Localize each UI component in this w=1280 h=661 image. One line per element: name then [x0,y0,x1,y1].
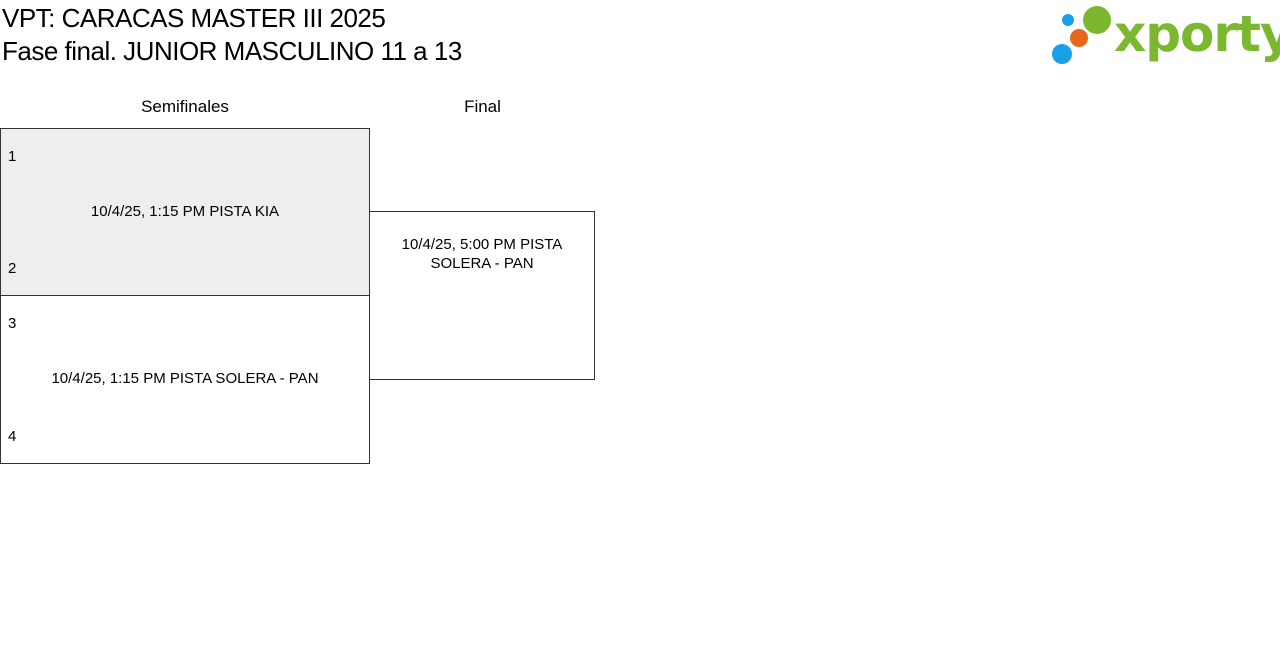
seed-bottom: 2 [8,260,17,277]
logo-dot-green [1083,6,1111,34]
xporty-logo[interactable]: xporty [1050,4,1280,68]
match-info: 10/4/25, 5:00 PM PISTA SOLERA - PAN [401,236,563,272]
page-subtitle: Fase final. JUNIOR MASCULINO 11 a 13 [2,36,462,66]
logo-dot-orange [1070,29,1088,47]
seed-bottom: 4 [8,428,17,445]
match-semifinal-2[interactable]: 3 10/4/25, 1:15 PM PISTA SOLERA - PAN 4 [0,295,370,464]
round-header-final: Final [464,97,501,116]
logo-wordmark: xporty [1114,5,1280,63]
match-semifinal-1[interactable]: 1 10/4/25, 1:15 PM PISTA KIA 2 [0,128,370,296]
round-header-semifinales: Semifinales [141,97,229,116]
match-final[interactable]: 10/4/25, 5:00 PM PISTA SOLERA - PAN [369,211,595,380]
seed-top: 3 [8,315,17,332]
page-title: VPT: CARACAS MASTER III 2025 [2,3,386,33]
seed-top: 1 [8,148,17,165]
logo-dot-blue-bottom [1052,44,1072,64]
logo-dot-blue-top [1062,14,1074,26]
match-info: 10/4/25, 1:15 PM PISTA KIA [90,203,280,220]
match-info: 10/4/25, 1:15 PM PISTA SOLERA - PAN [51,370,319,387]
